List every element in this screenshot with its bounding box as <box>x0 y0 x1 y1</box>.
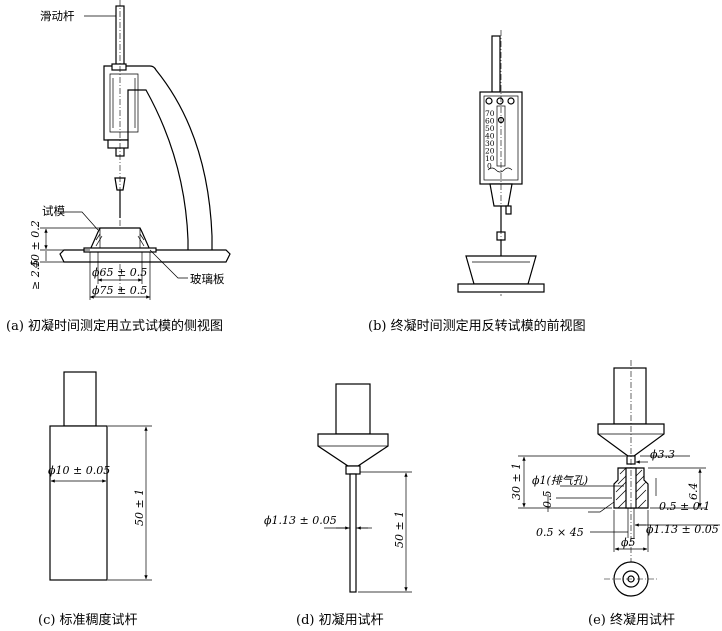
caption-b: (b) 终凝时间测定用反转试模的前视图 <box>368 318 586 334</box>
needle-d <box>349 473 357 593</box>
dim-e-chamfer: 0.5 × 45 <box>536 526 584 539</box>
dim-e-d3-3: ϕ3.3 <box>650 448 675 461</box>
svg-text:0: 0 <box>487 162 492 171</box>
dim-dia-65: ϕ65 ± 0.5 <box>92 266 147 279</box>
dim-e-0-5-tol: 0.5 ± 0.1 <box>659 500 710 513</box>
dim-gap-2-5: ≥ 2.5 <box>29 260 42 290</box>
dim-d-length: 50 ± 1 <box>393 511 406 548</box>
svg-text:60: 60 <box>485 117 495 126</box>
rod-d-upper <box>335 383 371 435</box>
caption-a: (a) 初凝时间测定用立式试模的侧视图 <box>6 318 223 334</box>
caption-d: (d) 初凝用试杆 <box>296 612 384 628</box>
label-sliding-rod: 滑动杆 <box>40 9 75 23</box>
mold-reversed <box>465 255 537 285</box>
glass-plate <box>83 247 157 253</box>
label-glass-plate: 玻璃板 <box>190 272 225 286</box>
caption-c: (c) 标准稠度试杆 <box>38 612 138 628</box>
standard-consistency-rod: ϕ10 ± 0.05 50 ± 1 <box>48 371 152 581</box>
frame-slot <box>109 73 139 133</box>
rod-b <box>491 35 501 93</box>
test-mold <box>89 227 151 251</box>
caption-e: (e) 终凝用试杆 <box>588 612 675 628</box>
initial-setting-needle: ϕ1.13 ± 0.05 50 ± 1 <box>264 383 412 593</box>
vicat-apparatus-side-view: 滑动杆 试模 玻璃板 40 ± 0.2 ≥ 2.5 ϕ65 ± 0.5 ϕ75 … <box>29 0 231 300</box>
svg-text:40: 40 <box>485 132 495 141</box>
dim-e-d5: ϕ5 <box>621 536 636 549</box>
apparatus-frame <box>103 65 213 253</box>
rod-c-body <box>49 425 108 581</box>
svg-text:30: 30 <box>485 139 495 148</box>
label-test-mold: 试模 <box>42 204 65 218</box>
hatching-e <box>615 467 647 509</box>
dim-c-dia: ϕ10 ± 0.05 <box>48 464 110 477</box>
reversed-mold-front-view: 70 60 50 40 30 20 10 0 <box>457 30 545 296</box>
rod-c-upper <box>63 371 97 427</box>
svg-text:10: 10 <box>485 154 495 163</box>
dim-e-30: 30 ± 1 <box>510 463 523 500</box>
dim-e-0-5: 0.5 <box>541 491 554 509</box>
dim-e-6-4: 6.4 <box>687 483 700 501</box>
dim-c-length: 50 ± 1 <box>133 489 146 526</box>
svg-text:20: 20 <box>485 147 495 156</box>
scale-labels: 70 60 50 40 30 20 10 0 <box>485 109 495 171</box>
rod-e-upper <box>613 367 647 425</box>
cone-d <box>317 433 389 467</box>
base-b <box>457 283 545 293</box>
dim-e-needle-dia: ϕ1.13 ± 0.05 <box>646 523 719 536</box>
svg-text:70: 70 <box>485 109 495 118</box>
dim-d-dia: ϕ1.13 ± 0.05 <box>264 514 337 527</box>
dim-height-40: 40 ± 0.2 <box>29 220 42 269</box>
label-vent-hole: ϕ1(排气孔) <box>532 474 588 487</box>
dim-dia-75: ϕ75 ± 0.5 <box>92 284 147 297</box>
final-setting-needle: ϕ3.3 ϕ1(排气孔) 30 ± 1 0.5 6.4 0.5 ± 0.1 0.… <box>510 360 720 597</box>
svg-text:50: 50 <box>485 124 495 133</box>
